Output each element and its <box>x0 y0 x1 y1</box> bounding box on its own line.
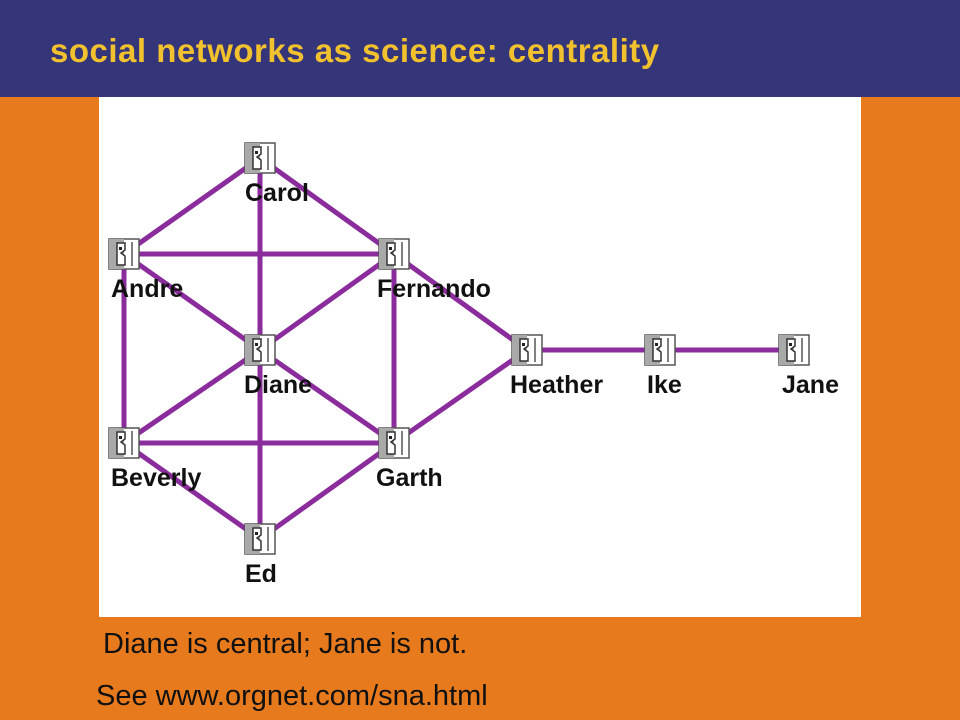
person-face-icon <box>244 334 276 366</box>
node-fernando[interactable]: Fernando <box>377 238 491 303</box>
node-label-jane: Jane <box>782 371 839 399</box>
node-label-fernando: Fernando <box>377 275 491 303</box>
edge-diane-garth <box>258 347 396 446</box>
reference-link[interactable]: See www.orgnet.com/sna.html <box>96 680 488 712</box>
edge-carol-andre <box>122 155 262 257</box>
caption-text: Diane is central; Jane is not. <box>103 628 468 660</box>
edge-carol-fernando <box>258 155 396 257</box>
person-face-icon <box>511 334 543 366</box>
node-label-ike: Ike <box>647 371 682 399</box>
person-face-icon <box>244 523 276 555</box>
slide-title: social networks as science: centrality <box>50 32 660 69</box>
node-label-ed: Ed <box>245 560 277 588</box>
node-label-diane: Diane <box>244 371 312 399</box>
node-jane[interactable]: Jane <box>778 334 839 399</box>
node-garth[interactable]: Garth <box>376 427 443 492</box>
node-heather[interactable]: Heather <box>510 334 603 399</box>
node-ed[interactable]: Ed <box>244 523 277 588</box>
person-face-icon <box>644 334 676 366</box>
node-ike[interactable]: Ike <box>644 334 682 399</box>
node-label-beverly: Beverly <box>111 464 201 492</box>
edge-andre-diane <box>122 251 262 353</box>
person-face-icon <box>378 427 410 459</box>
title-bar: social networks as science: centrality <box>0 0 960 97</box>
node-label-andre: Andre <box>111 275 183 303</box>
node-andre[interactable]: Andre <box>108 238 183 303</box>
edge-garth-heather <box>392 347 529 446</box>
person-face-icon <box>244 142 276 174</box>
node-label-heather: Heather <box>510 371 603 399</box>
node-diane[interactable]: Diane <box>244 334 312 399</box>
person-face-icon <box>108 427 140 459</box>
node-label-garth: Garth <box>376 464 443 492</box>
person-face-icon <box>378 238 410 270</box>
edge-beverly-ed <box>122 440 262 542</box>
node-carol[interactable]: Carol <box>244 142 309 207</box>
edges-layer <box>121 155 794 542</box>
node-label-carol: Carol <box>245 179 309 207</box>
person-face-icon <box>778 334 810 366</box>
edge-fernando-heather <box>392 251 529 353</box>
node-beverly[interactable]: Beverly <box>108 427 201 492</box>
edge-fernando-diane <box>258 251 396 353</box>
edge-garth-ed <box>258 440 396 542</box>
edge-diane-beverly <box>122 347 262 446</box>
person-face-icon <box>108 238 140 270</box>
